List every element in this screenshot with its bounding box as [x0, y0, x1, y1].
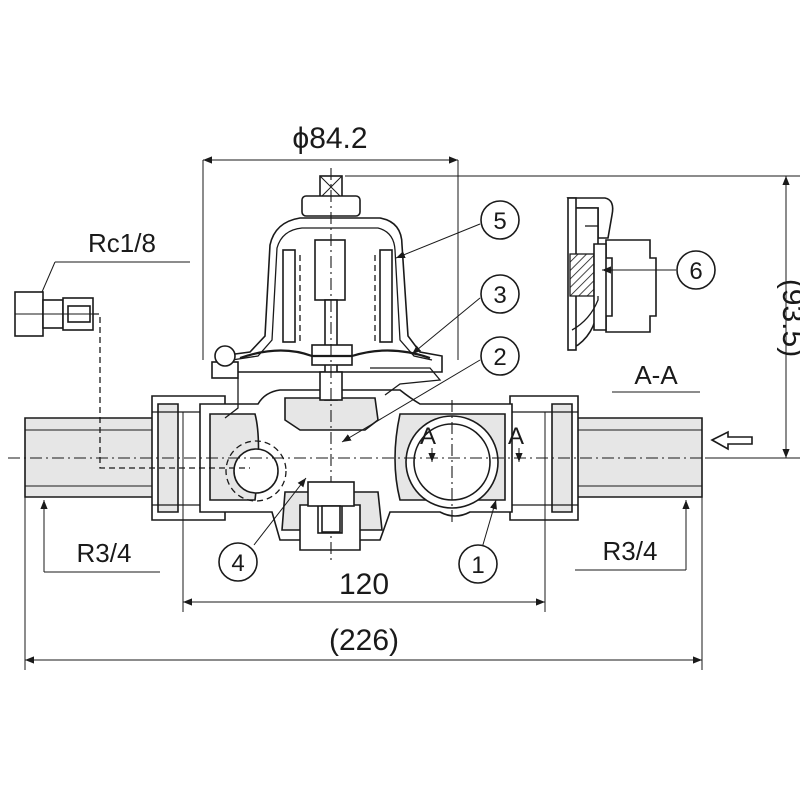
svg-text:1: 1 [471, 552, 484, 579]
outlet-thread-label: R3/4 [603, 536, 658, 566]
diameter-label: ϕ84.2 [292, 122, 367, 155]
gauge-port-circle [225, 440, 287, 502]
section-view-label: A-A [634, 360, 678, 390]
flow-direction-arrow [710, 430, 753, 451]
overall-length-label: (226) [329, 624, 399, 657]
svg-text:5: 5 [493, 208, 506, 235]
gauge-fitting [14, 261, 250, 469]
height-label: (93.5) [776, 279, 800, 357]
overall-length-dimension [24, 497, 703, 670]
svg-text:3: 3 [493, 282, 506, 309]
strainer-ring [405, 400, 499, 524]
svg-text:4: 4 [231, 550, 244, 577]
section-marker-left: A [420, 423, 436, 462]
part-bubble-1: 1 [458, 544, 498, 584]
part-bubble-3: 3 [480, 274, 520, 314]
inlet-thread-label: R3/4 [77, 538, 132, 568]
part-bubble-6: 6 [676, 250, 716, 290]
part-bubble-5: 5 [480, 200, 520, 240]
body-length-dimension [182, 412, 546, 612]
svg-text:A: A [420, 423, 436, 450]
svg-text:6: 6 [689, 258, 702, 285]
body-length-label: 120 [339, 568, 389, 601]
diameter-dimension [202, 156, 459, 360]
bonnet [211, 168, 443, 560]
leaders [40, 223, 700, 573]
section-marker-right: A [508, 423, 524, 462]
svg-text:2: 2 [493, 344, 506, 371]
part-bubble-2: 2 [480, 336, 520, 376]
section-detail [566, 197, 657, 351]
height-dimension [345, 175, 800, 459]
svg-text:A: A [508, 423, 524, 450]
part-bubble-4: 4 [218, 542, 258, 582]
pipe-body [24, 389, 703, 551]
mesh-screen [569, 253, 595, 297]
gauge-port-label: Rc1/8 [88, 228, 156, 258]
